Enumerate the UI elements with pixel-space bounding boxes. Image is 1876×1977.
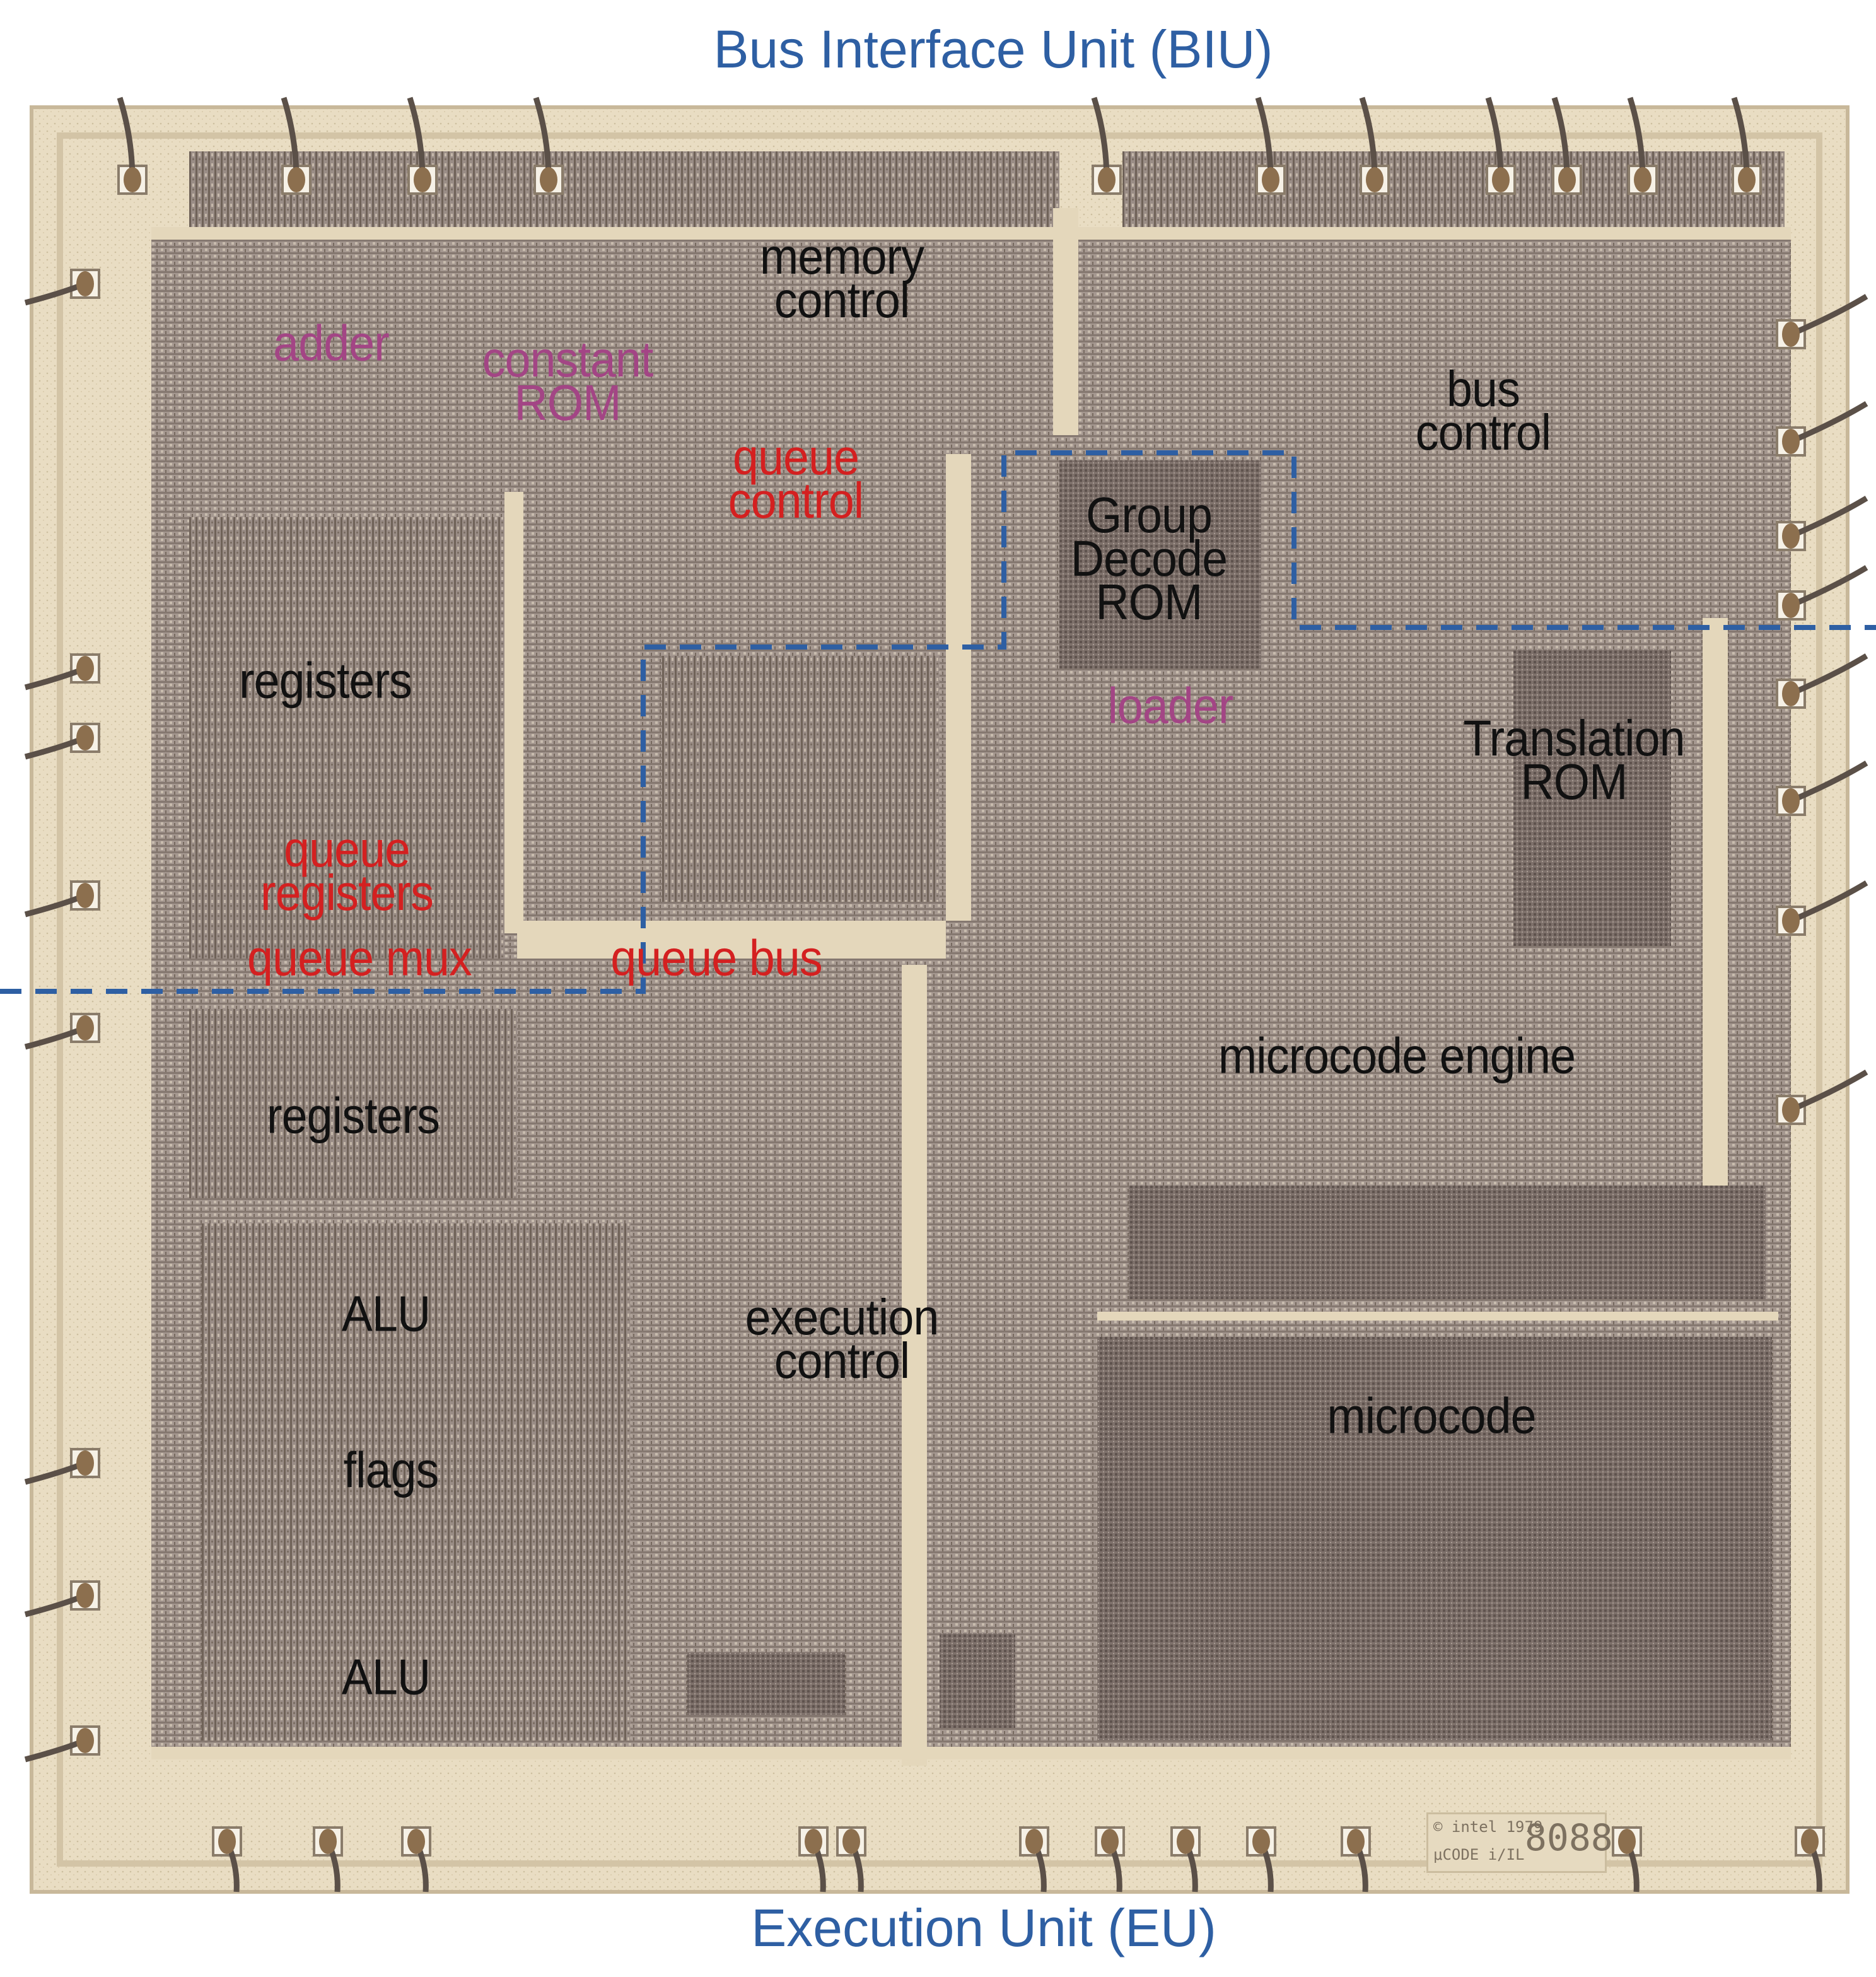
bond-ball — [1738, 167, 1756, 192]
label-memory-control: memory control — [759, 228, 924, 328]
label-loader: loader — [1107, 677, 1233, 734]
label-constant-rom: constant ROM — [482, 331, 654, 431]
bond-ball — [1782, 523, 1800, 549]
label-flags: flags — [343, 1442, 440, 1498]
bond-ball — [76, 725, 94, 750]
label-line: ROM — [514, 375, 622, 431]
biu-eu-divider — [0, 450, 1876, 994]
marking-copyright: © intel 1979 — [1433, 1818, 1543, 1836]
bond-ball — [1101, 1829, 1119, 1854]
label-microcode-engine: microcode engine — [1218, 1027, 1576, 1084]
bond-ball — [1177, 1829, 1194, 1854]
bond-pad — [401, 1826, 431, 1857]
bond-wire — [1790, 1070, 1868, 1113]
bond-wire — [1790, 761, 1868, 804]
label-line: ROM — [1095, 573, 1203, 630]
die-marking: © intel 1979 μCODE i/IL — [1426, 1812, 1607, 1873]
label-line: execution — [745, 1289, 940, 1346]
bond-ball — [1252, 1829, 1270, 1854]
bond-ball — [805, 1829, 822, 1854]
bond-ball — [407, 1829, 425, 1854]
bond-ball — [540, 167, 557, 192]
bond-ball — [1347, 1829, 1365, 1854]
label-group-decode-rom: Group Decode ROM — [1070, 486, 1228, 630]
label-queue-control: queue control — [728, 429, 864, 528]
bond-ball — [319, 1829, 337, 1854]
bond-ball — [76, 656, 94, 681]
eu-title: Execution Unit (EU) — [751, 1898, 1216, 1957]
bond-ball — [1782, 788, 1800, 814]
bond-ball — [1558, 167, 1576, 192]
label-queue-bus: queue bus — [610, 930, 822, 986]
bond-ball — [1782, 1097, 1800, 1123]
label-execution-control: execution control — [745, 1289, 940, 1389]
bond-ball — [1098, 167, 1116, 192]
bond-ball — [76, 883, 94, 908]
alu-block — [202, 1223, 631, 1741]
label-line: memory — [759, 228, 924, 285]
translation-rom-block — [1513, 650, 1671, 946]
label-line: ROM — [1520, 754, 1628, 810]
marking-part-number: 8088 — [1525, 1816, 1613, 1859]
bond-wire — [1790, 565, 1868, 609]
bond-wire — [1790, 653, 1868, 697]
label-alu-1: ALU — [341, 1285, 431, 1342]
bond-wire — [1790, 880, 1868, 924]
microcode-rom-block — [1097, 1337, 1772, 1741]
bond-pad — [1776, 319, 1806, 349]
bond-ball — [218, 1829, 236, 1854]
bond-wire — [1790, 496, 1868, 539]
bond-ball — [842, 1829, 860, 1854]
biu-title: Bus Interface Unit (BIU) — [713, 20, 1273, 79]
label-queue-registers: queue registers — [260, 821, 434, 921]
bond-ball — [414, 167, 431, 192]
label-line: constant — [482, 331, 654, 388]
label-line: control — [728, 472, 864, 528]
label-line: Decode — [1070, 530, 1228, 586]
label-translation-rom: Translation ROM — [1463, 710, 1685, 810]
label-bus-control: bus control — [1415, 361, 1551, 460]
label-microcode: microcode — [1327, 1387, 1536, 1444]
bond-ball — [1262, 167, 1279, 192]
label-line: queue — [732, 429, 859, 486]
bond-ball — [76, 1583, 94, 1608]
bond-ball — [1618, 1829, 1636, 1854]
label-line: Group — [1086, 486, 1213, 543]
bond-ball — [288, 167, 305, 192]
label-queue-mux: queue mux — [247, 930, 472, 986]
bond-ball — [1782, 908, 1800, 933]
bond-wire — [1790, 401, 1868, 445]
marking-ucode: μCODE i/IL — [1433, 1846, 1525, 1863]
bond-ball — [76, 1450, 94, 1476]
label-line: control — [774, 272, 910, 328]
bond-ball — [76, 271, 94, 296]
bond-ball — [1366, 167, 1384, 192]
bond-ball — [76, 1015, 94, 1041]
label-registers-eu: registers — [267, 1087, 440, 1144]
bond-ball — [1782, 593, 1800, 618]
registers-block — [189, 517, 504, 959]
label-line: Translation — [1463, 710, 1685, 767]
bond-ball — [1782, 322, 1800, 347]
label-line: queue — [283, 821, 411, 878]
bond-ball — [1782, 429, 1800, 454]
label-line: registers — [260, 865, 434, 921]
label-line: control — [1415, 404, 1551, 460]
label-registers-biu: registers — [239, 652, 412, 709]
bond-ball — [124, 167, 141, 192]
bond-ball — [1025, 1829, 1043, 1854]
group-decode-rom-block — [1059, 460, 1261, 668]
bond-ball — [1634, 167, 1652, 192]
bond-ball — [1801, 1829, 1819, 1854]
label-line: bus — [1447, 361, 1520, 417]
bond-ball — [1492, 167, 1510, 192]
bond-wire — [1790, 294, 1868, 337]
bond-ball — [76, 1728, 94, 1753]
label-alu-2: ALU — [341, 1648, 431, 1705]
bond-ball — [1782, 681, 1800, 706]
label-adder: adder — [273, 315, 390, 371]
label-line: control — [774, 1333, 910, 1389]
